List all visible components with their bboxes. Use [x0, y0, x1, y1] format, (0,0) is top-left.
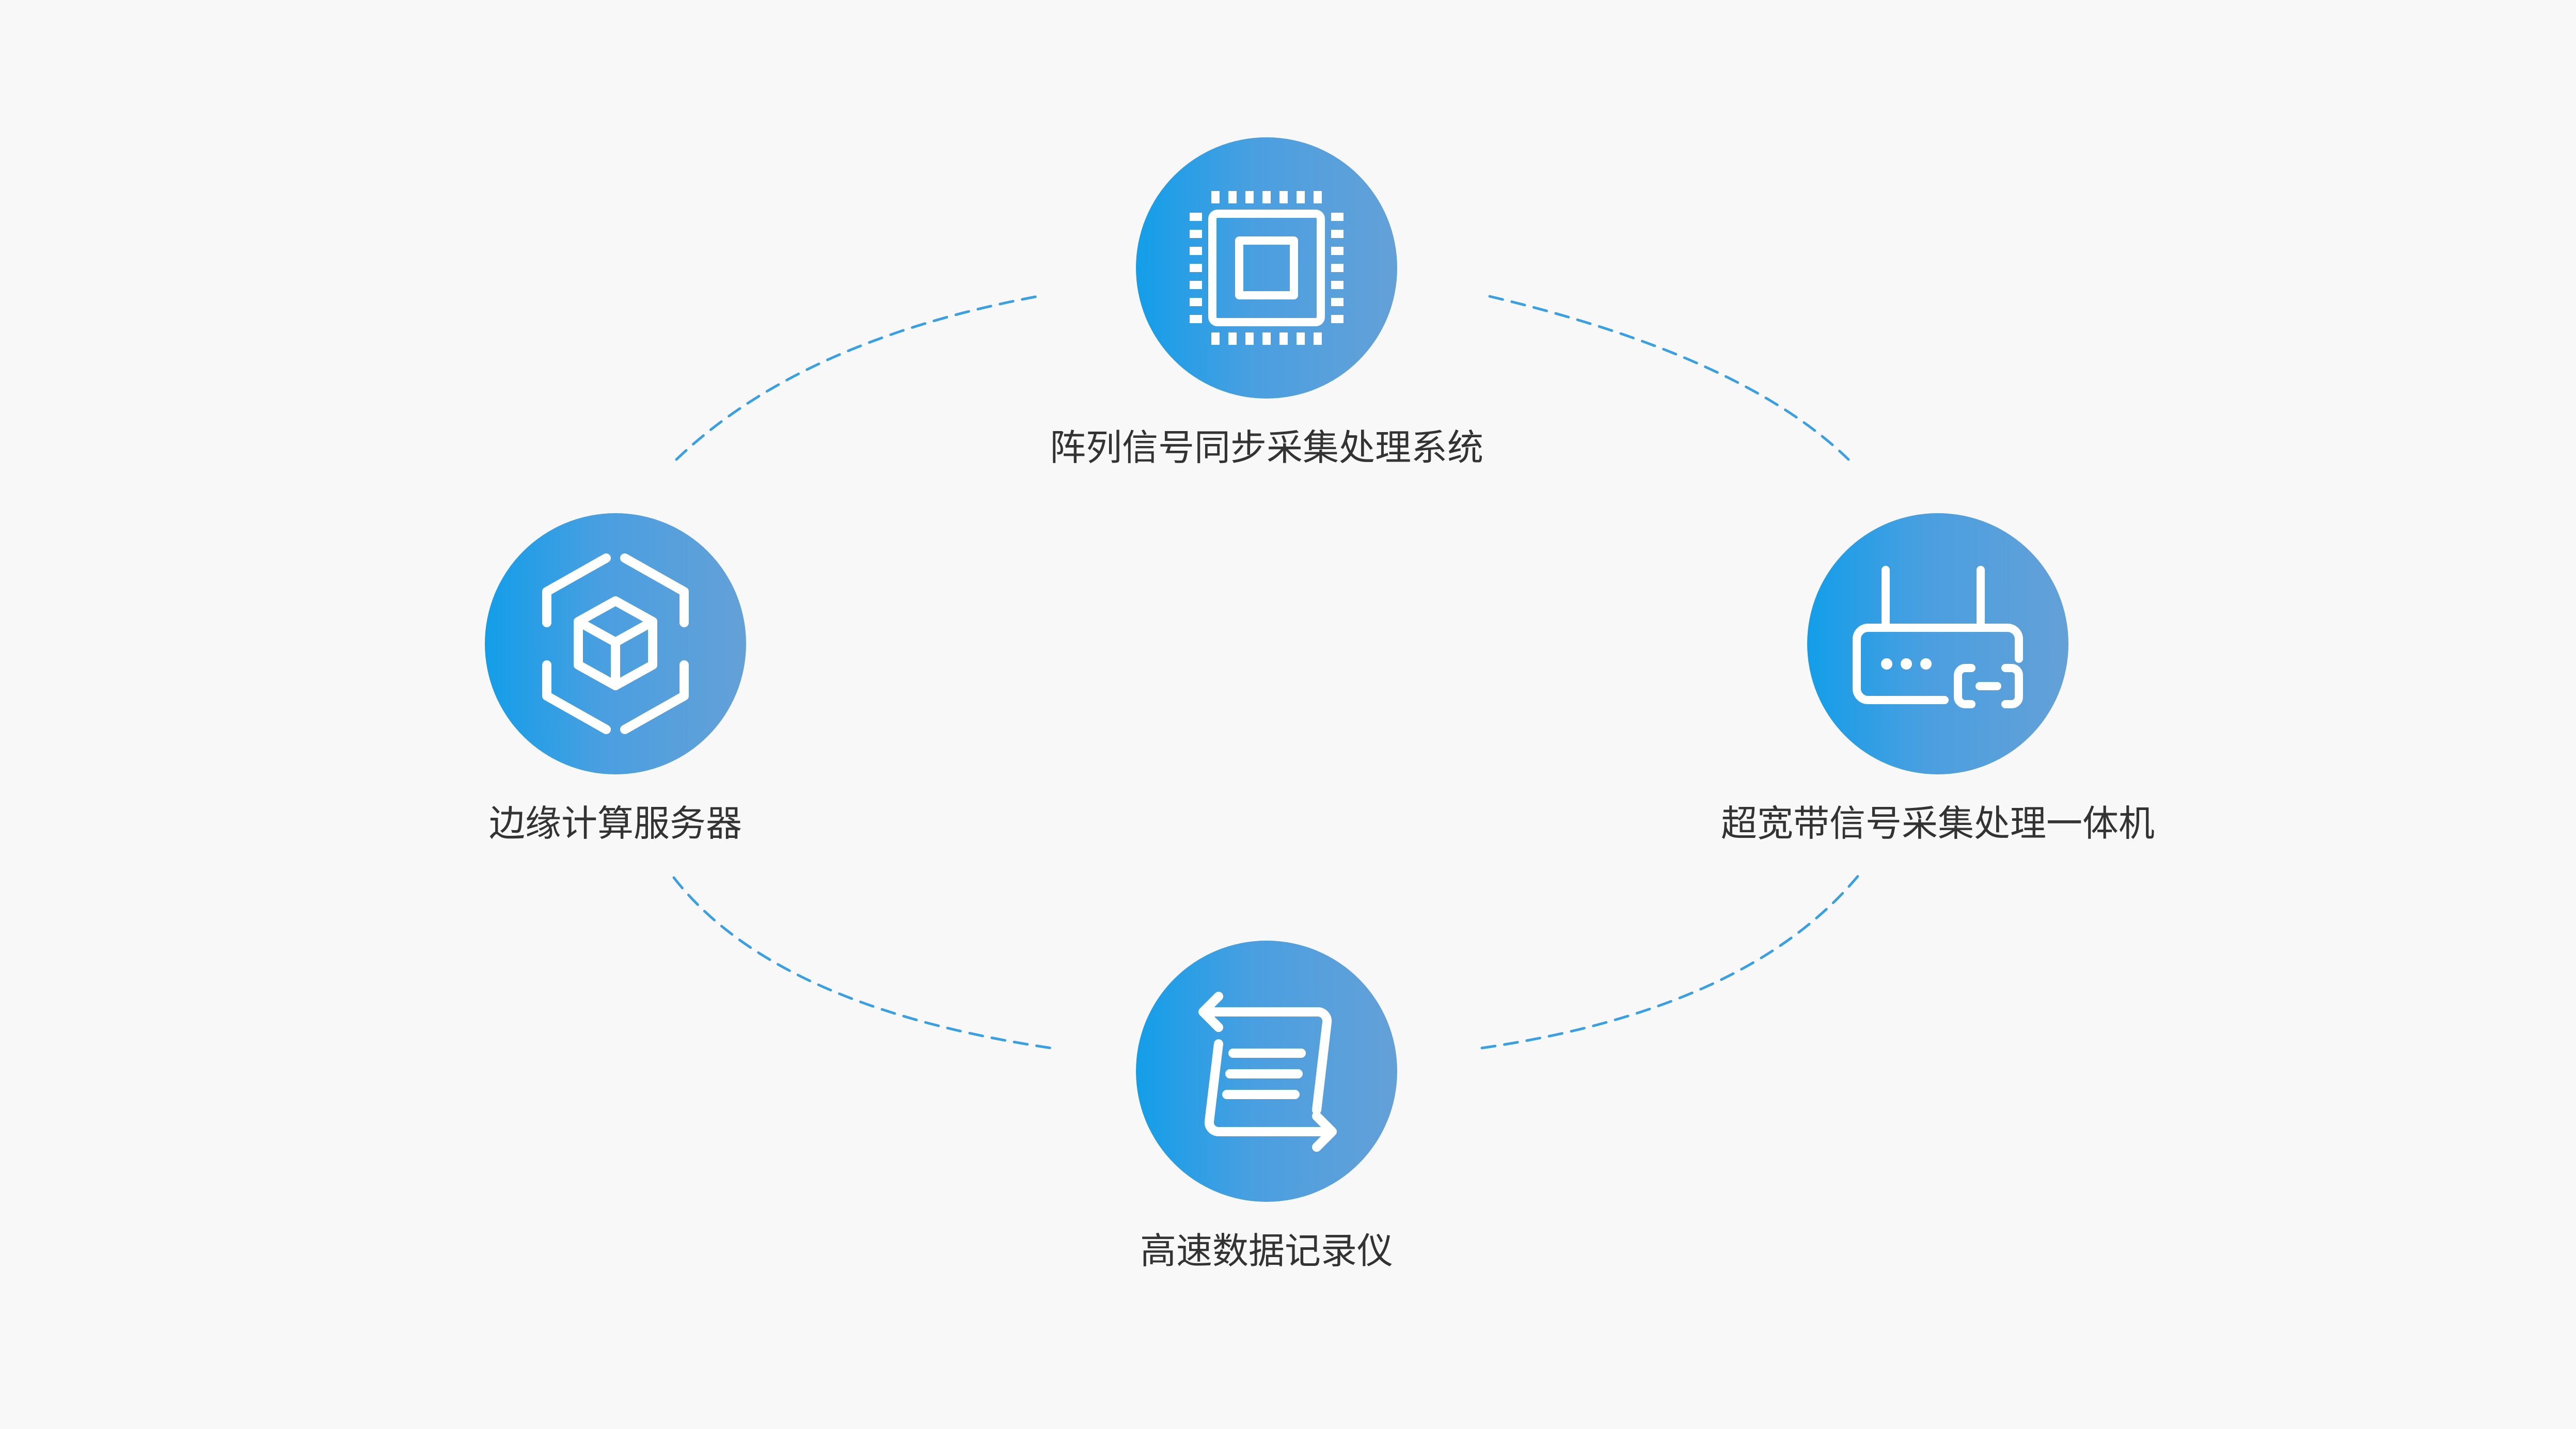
- connector-bottom-right: [1480, 874, 1860, 1050]
- node-bottom: [1136, 941, 1397, 1202]
- node-top-label: 阵列信号同步采集处理系统: [1050, 426, 1483, 469]
- node-left-label: 边缘计算服务器: [489, 802, 742, 845]
- data-transfer-icon: [1198, 992, 1337, 1152]
- router-device-icon: [1853, 566, 2023, 708]
- cpu-chip-icon: [1190, 191, 1344, 345]
- cube-server-icon: [542, 553, 689, 734]
- connector-bottom-left: [672, 876, 1052, 1050]
- connector-top-right: [1488, 295, 1850, 461]
- node-top: [1136, 137, 1397, 399]
- node-left: [485, 513, 746, 774]
- node-right: [1807, 513, 2068, 774]
- node-bottom-label: 高速数据记录仪: [1140, 1230, 1393, 1272]
- node-right-label: 超宽带信号采集处理一体机: [1721, 802, 2155, 845]
- connector-top-left: [675, 295, 1039, 461]
